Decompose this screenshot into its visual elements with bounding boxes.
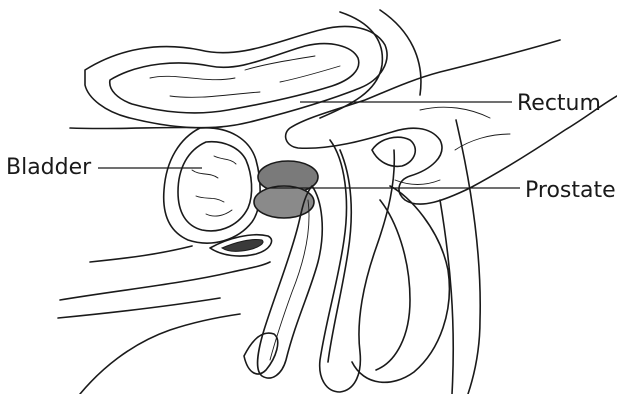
penile-shaft-outer	[320, 140, 395, 392]
penile-shaft-inner	[328, 150, 351, 362]
rectum-label: Rectum	[517, 93, 601, 115]
bladder-texture	[192, 156, 236, 216]
abdominal-wall-line	[70, 127, 215, 128]
bladder-label: Bladder	[6, 157, 91, 179]
perineum-line-2	[58, 298, 220, 318]
prostate-lower-lobe	[254, 186, 314, 218]
perineum-line	[60, 262, 270, 300]
pelvic-floor-line	[90, 246, 192, 262]
rectum-outer-contour	[85, 26, 387, 127]
testis-contour	[376, 200, 410, 370]
bladder-inner-wall	[178, 142, 252, 231]
leg-line-right-2	[440, 200, 453, 394]
pubic-bone-inner	[222, 239, 263, 251]
leg-line-right	[456, 120, 480, 394]
prostate-label: Prostate	[525, 180, 616, 202]
thigh-contour	[80, 314, 240, 394]
scrotum-contour	[352, 186, 449, 382]
hand-fold-lines	[395, 107, 510, 184]
